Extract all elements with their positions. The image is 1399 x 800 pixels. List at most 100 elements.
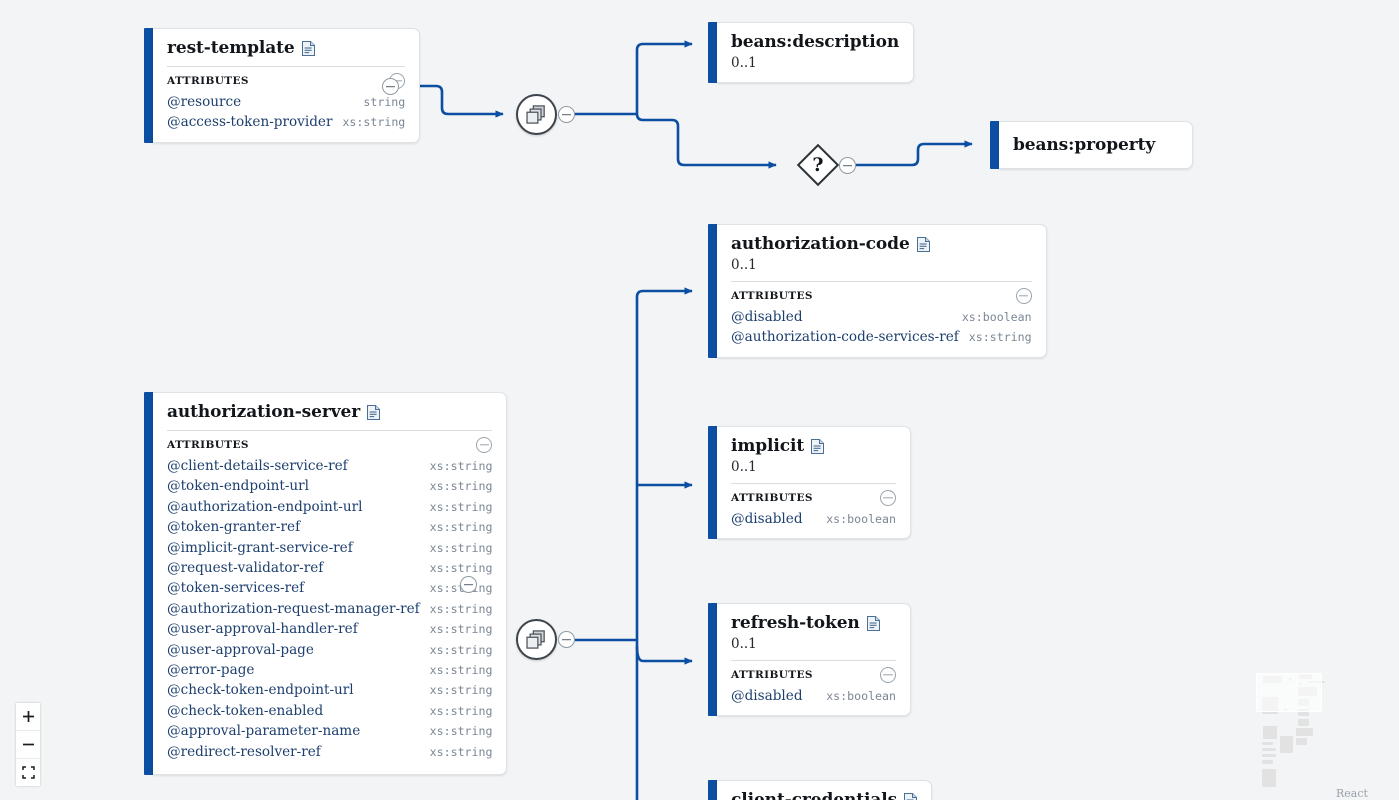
attribute-name: @authorization-request-manager-ref — [167, 600, 420, 617]
attribute-type: xs:string — [429, 703, 493, 718]
node-title: rest-template — [167, 38, 295, 58]
sequence-compositor-bottom[interactable] — [516, 619, 557, 660]
attribute-type: xs:string — [429, 459, 493, 473]
attribute-row: @disabled xs:boolean — [731, 686, 896, 706]
collapse-attributes-icon[interactable] — [476, 437, 493, 453]
collapse-edge-handle[interactable] — [558, 106, 575, 123]
attribute-name: @authorization-endpoint-url — [167, 498, 363, 515]
minimap-node — [1262, 754, 1276, 757]
attribute-type: xs:string — [429, 683, 493, 698]
zoom-in-button[interactable] — [16, 703, 40, 731]
attribute-row: @disabled xs:boolean — [731, 307, 1032, 327]
attribute-name: @request-validator-ref — [167, 560, 324, 577]
minimap[interactable] — [1249, 666, 1391, 787]
node-accent-bar — [708, 603, 717, 717]
collapse-edge-handle[interactable] — [460, 576, 477, 593]
attribute-name: @client-details-service-ref — [167, 458, 348, 474]
attribute-row: @disabled xs:boolean — [731, 509, 896, 529]
choice-compositor[interactable]: ? — [796, 143, 840, 187]
node-title: implicit — [731, 436, 805, 456]
node-rest-template[interactable]: rest-template ATTRIBUTES @resourc — [144, 28, 421, 143]
sequence-icon — [526, 630, 545, 649]
node-implicit[interactable]: implicit 0..1 ATTRIBUTES @d — [708, 426, 911, 540]
node-beans-property[interactable]: beans:property — [990, 121, 1193, 169]
attribute-row: @check-token-endpoint-url xs:string — [167, 680, 492, 700]
zoom-controls[interactable] — [16, 703, 40, 786]
node-authorization-server[interactable]: authorization-server ATTRIBUTES @client-… — [144, 392, 508, 776]
attribute-name: @check-token-enabled — [167, 702, 324, 719]
attribute-type: xs:string — [429, 601, 493, 616]
fit-view-button[interactable] — [16, 759, 40, 786]
node-accent-bar — [708, 224, 717, 358]
attribute-row: @client-details-service-ref xs:string — [167, 456, 492, 476]
collapse-edge-handle[interactable] — [558, 631, 575, 648]
collapse-edge-handle[interactable] — [839, 157, 856, 174]
collapse-attributes-icon[interactable] — [880, 667, 896, 683]
attribute-name: @check-token-endpoint-url — [167, 682, 354, 699]
attribute-type: xs:string — [429, 499, 493, 514]
collapse-edge-handle[interactable] — [382, 78, 399, 95]
minimap-node — [1298, 719, 1309, 726]
attribute-name: @authorization-code-services-ref — [731, 329, 959, 346]
minimap-node — [1298, 709, 1309, 716]
zoom-out-button[interactable] — [16, 731, 40, 759]
documentation-icon[interactable] — [916, 236, 930, 252]
minus-icon — [22, 743, 34, 746]
node-client-credentials[interactable]: client-credentials — [708, 780, 933, 800]
documentation-icon[interactable] — [301, 40, 315, 56]
react-flow-attribution[interactable]: React Flow — [1333, 786, 1399, 800]
attributes-header: ATTRIBUTES — [167, 437, 493, 453]
sequence-compositor-top[interactable] — [516, 94, 557, 135]
documentation-icon[interactable] — [367, 404, 381, 420]
minimap-node — [1296, 728, 1313, 736]
attribute-row: @authorization-endpoint-url xs:string — [167, 497, 492, 517]
node-refresh-token[interactable]: refresh-token 0..1 ATTRIBUTES — [708, 603, 911, 717]
node-title: authorization-server — [167, 402, 361, 422]
attribute-type: xs:string — [342, 115, 406, 130]
attributes-header: ATTRIBUTES — [731, 667, 896, 683]
divider — [167, 430, 493, 431]
attribute-name: @disabled — [731, 688, 803, 704]
attribute-row: @check-token-enabled xs:string — [167, 701, 492, 721]
collapse-attributes-icon[interactable] — [1015, 288, 1032, 304]
node-accent-bar — [144, 28, 153, 143]
divider — [731, 660, 896, 661]
documentation-icon[interactable] — [866, 615, 880, 631]
attribute-row: @authorization-request-manager-ref xs:str… — [167, 599, 492, 619]
node-title: beans:description — [731, 32, 900, 52]
node-accent-bar — [990, 121, 999, 169]
attribute-type: xs:boolean — [826, 689, 896, 703]
attribute-type: xs:string — [429, 479, 493, 494]
minimap-viewport[interactable] — [1256, 673, 1322, 712]
minimap-node — [1262, 748, 1276, 751]
attribute-type: xs:string — [429, 622, 493, 637]
attribute-row: @error-page xs:string — [167, 660, 492, 680]
attribute-type: xs:string — [429, 520, 493, 535]
attributes-header: ATTRIBUTES — [167, 73, 406, 89]
attribute-type: xs:string — [429, 744, 493, 759]
documentation-icon[interactable] — [811, 438, 825, 454]
attribute-name: @error-page — [167, 662, 255, 679]
attribute-type: xs:string — [429, 663, 493, 678]
node-title: beans:property — [1013, 135, 1156, 155]
node-authorization-code[interactable]: authorization-code 0..1 ATTRIBUTES — [708, 224, 1047, 358]
documentation-icon[interactable] — [904, 792, 918, 800]
attribute-type: xs:boolean — [961, 310, 1032, 324]
collapse-attributes-icon[interactable] — [880, 490, 896, 506]
node-title: authorization-code — [731, 234, 910, 254]
node-beans-description[interactable]: beans:description 0..1 — [708, 22, 915, 83]
attribute-row: @authorization-code-services-ref xs:stri… — [731, 327, 1032, 347]
fit-view-icon — [21, 766, 35, 779]
node-title: client-credentials — [731, 790, 898, 800]
node-title: refresh-token — [731, 613, 860, 633]
